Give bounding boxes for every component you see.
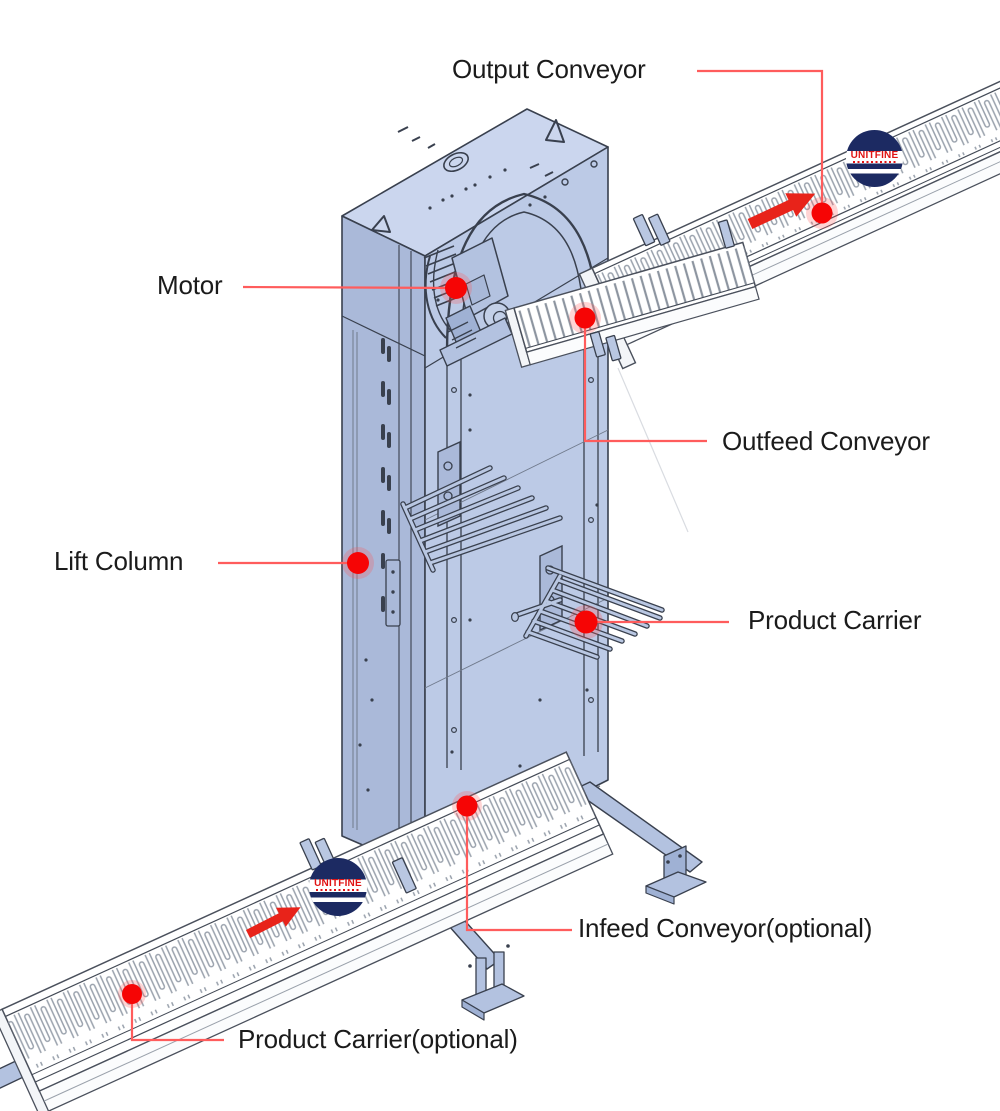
leader-lines — [130, 69, 824, 1042]
marker-motor — [440, 272, 472, 304]
leader-product-carrier-optional — [130, 994, 224, 1042]
leader-infeed-conveyor — [465, 806, 572, 932]
unitfine-logo-dots-row — [852, 160, 897, 163]
marker-product-carrier — [569, 605, 603, 639]
flow-arrow-output — [747, 193, 816, 229]
label-outfeed-conveyor: Outfeed Conveyor — [722, 426, 930, 456]
unitfine-logo-text: UNITFINE — [850, 150, 899, 162]
marker-output-conveyor — [806, 197, 838, 229]
label-product-carrier: Product Carrier — [748, 605, 922, 635]
label-output-conveyor: Output Conveyor — [452, 54, 646, 84]
flow-arrow-infeed — [245, 907, 301, 939]
leader-output-conveyor — [697, 69, 824, 213]
construction-line — [617, 367, 689, 533]
motor — [423, 237, 513, 367]
leader-outfeed-conveyor — [583, 318, 707, 443]
marker-lift-column — [342, 547, 374, 579]
unitfine-logo-dots-row — [315, 889, 361, 892]
infeed-conveyor — [0, 751, 614, 1111]
label-lift-column: Lift Column — [54, 546, 184, 576]
label-product-carrier-optional: Product Carrier(optional) — [238, 1024, 518, 1054]
leader-motor — [242, 285, 457, 290]
product-carrier-lower — [511, 544, 665, 660]
unitfine-logo-top: UNITFINE — [846, 130, 903, 187]
label-infeed-conveyor: Infeed Conveyor(optional) — [578, 913, 873, 943]
label-motor: Motor — [157, 270, 223, 300]
unitfine-logo-bottom: UNITFINE — [309, 858, 367, 916]
roof-details — [371, 119, 565, 233]
product-carrier-upper — [400, 440, 563, 573]
marker-outfeed-conveyor — [569, 302, 601, 334]
marker-product-carrier-optional — [118, 980, 146, 1008]
unitfine-logo-text: UNITFINE — [314, 878, 362, 890]
marker-dots — [118, 197, 838, 1008]
marker-infeed-conveyor — [452, 791, 482, 821]
